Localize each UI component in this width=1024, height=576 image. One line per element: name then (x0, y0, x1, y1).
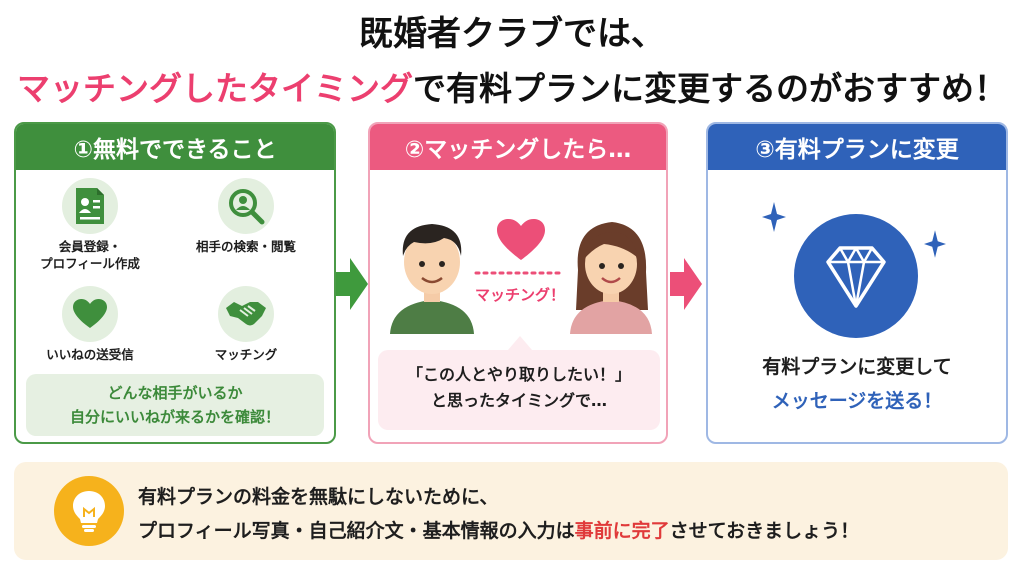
handshake-icon (218, 286, 274, 342)
tip-box: 有料プランの料金を無駄にしないために、 プロフィール写真・自己紹介文・基本情報の… (14, 462, 1008, 560)
paid-plan-text2: メッセージを送る！ (771, 390, 943, 412)
feature-matching-label: マッチング (214, 347, 278, 362)
diamond-icon (794, 214, 918, 338)
speech-line2: と思ったタイミングで… (430, 391, 607, 410)
panel1-header: ①無料でできること (16, 124, 334, 170)
panel2-header: ②マッチングしたら… (370, 124, 666, 170)
woman-avatar-icon (570, 222, 652, 334)
feature-matching: マッチング (176, 286, 316, 363)
title-rest: で有料プランに変更するのがおすすめ！ (413, 69, 1007, 108)
free-note-line1: どんな相手がいるか (107, 384, 243, 402)
match-label: マッチング！ (474, 286, 565, 304)
panel3-header: ③有料プランに変更 (708, 124, 1006, 170)
arrow-right-icon-2 (670, 258, 702, 310)
feature-profile: 会員登録・ プロフィール作成 (30, 178, 150, 272)
match-heart-icon (497, 219, 545, 260)
free-note-box: どんな相手がいるか 自分にいいねが来るかを確認！ (26, 374, 324, 436)
feature-like-label: いいねの送受信 (46, 347, 134, 362)
tip-line1: 有料プランの料金を無駄にしないために、 (138, 486, 499, 508)
feature-profile-label1: 会員登録・ (58, 239, 122, 254)
profile-card-icon (62, 178, 118, 234)
main-title-line2: マッチングしたタイミングで有料プランに変更するのがおすすめ！ (0, 62, 1024, 110)
feature-search: 相手の検索・閲覧 (176, 178, 316, 255)
sparkle-icon (762, 202, 786, 232)
heart-icon (62, 286, 118, 342)
speech-bubble: 「この人とやり取りしたい！」 と思ったタイミングで… (378, 350, 660, 430)
feature-search-label: 相手の検索・閲覧 (195, 239, 296, 254)
main-title-line1: 既婚者クラブでは、 (359, 14, 665, 54)
tip-line2-after: させておきましょう！ (669, 520, 860, 542)
tip-highlight: 事前に完了 (574, 520, 670, 542)
man-avatar-icon (390, 224, 474, 334)
matched-panel: ②マッチングしたら… マッチング！ 「この人とやり取りしたい！」 と思ったタイミ… (368, 122, 668, 444)
free-features-panel: ①無料でできること 会員登録・ プロフィール作成 相手の検索 (14, 122, 336, 444)
search-person-icon (218, 178, 274, 234)
arrow-right-icon (336, 258, 368, 310)
paid-plan-text1: 有料プランに変更して (762, 356, 952, 378)
free-note-line2: 自分にいいねが来るかを確認！ (69, 408, 280, 426)
tip-line2-before: プロフィール写真・自己紹介文・基本情報の入力は (138, 520, 575, 542)
feature-profile-label2: プロフィール作成 (40, 256, 140, 271)
tip-line2: プロフィール写真・自己紹介文・基本情報の入力は事前に完了させておきましょう！ (138, 516, 859, 543)
sparkle-icon-2 (924, 230, 946, 258)
speech-line1: 「この人とやり取りしたい！」 (406, 365, 631, 384)
lightbulb-icon (54, 476, 124, 546)
title-highlight: マッチングしたタイミング (17, 69, 413, 108)
dotted-connector (474, 271, 566, 275)
paid-plan-panel: ③有料プランに変更 有料プランに変更して メッセージを送る！ (706, 122, 1008, 444)
speech-tail (508, 336, 532, 350)
feature-like: いいねの送受信 (30, 286, 150, 363)
